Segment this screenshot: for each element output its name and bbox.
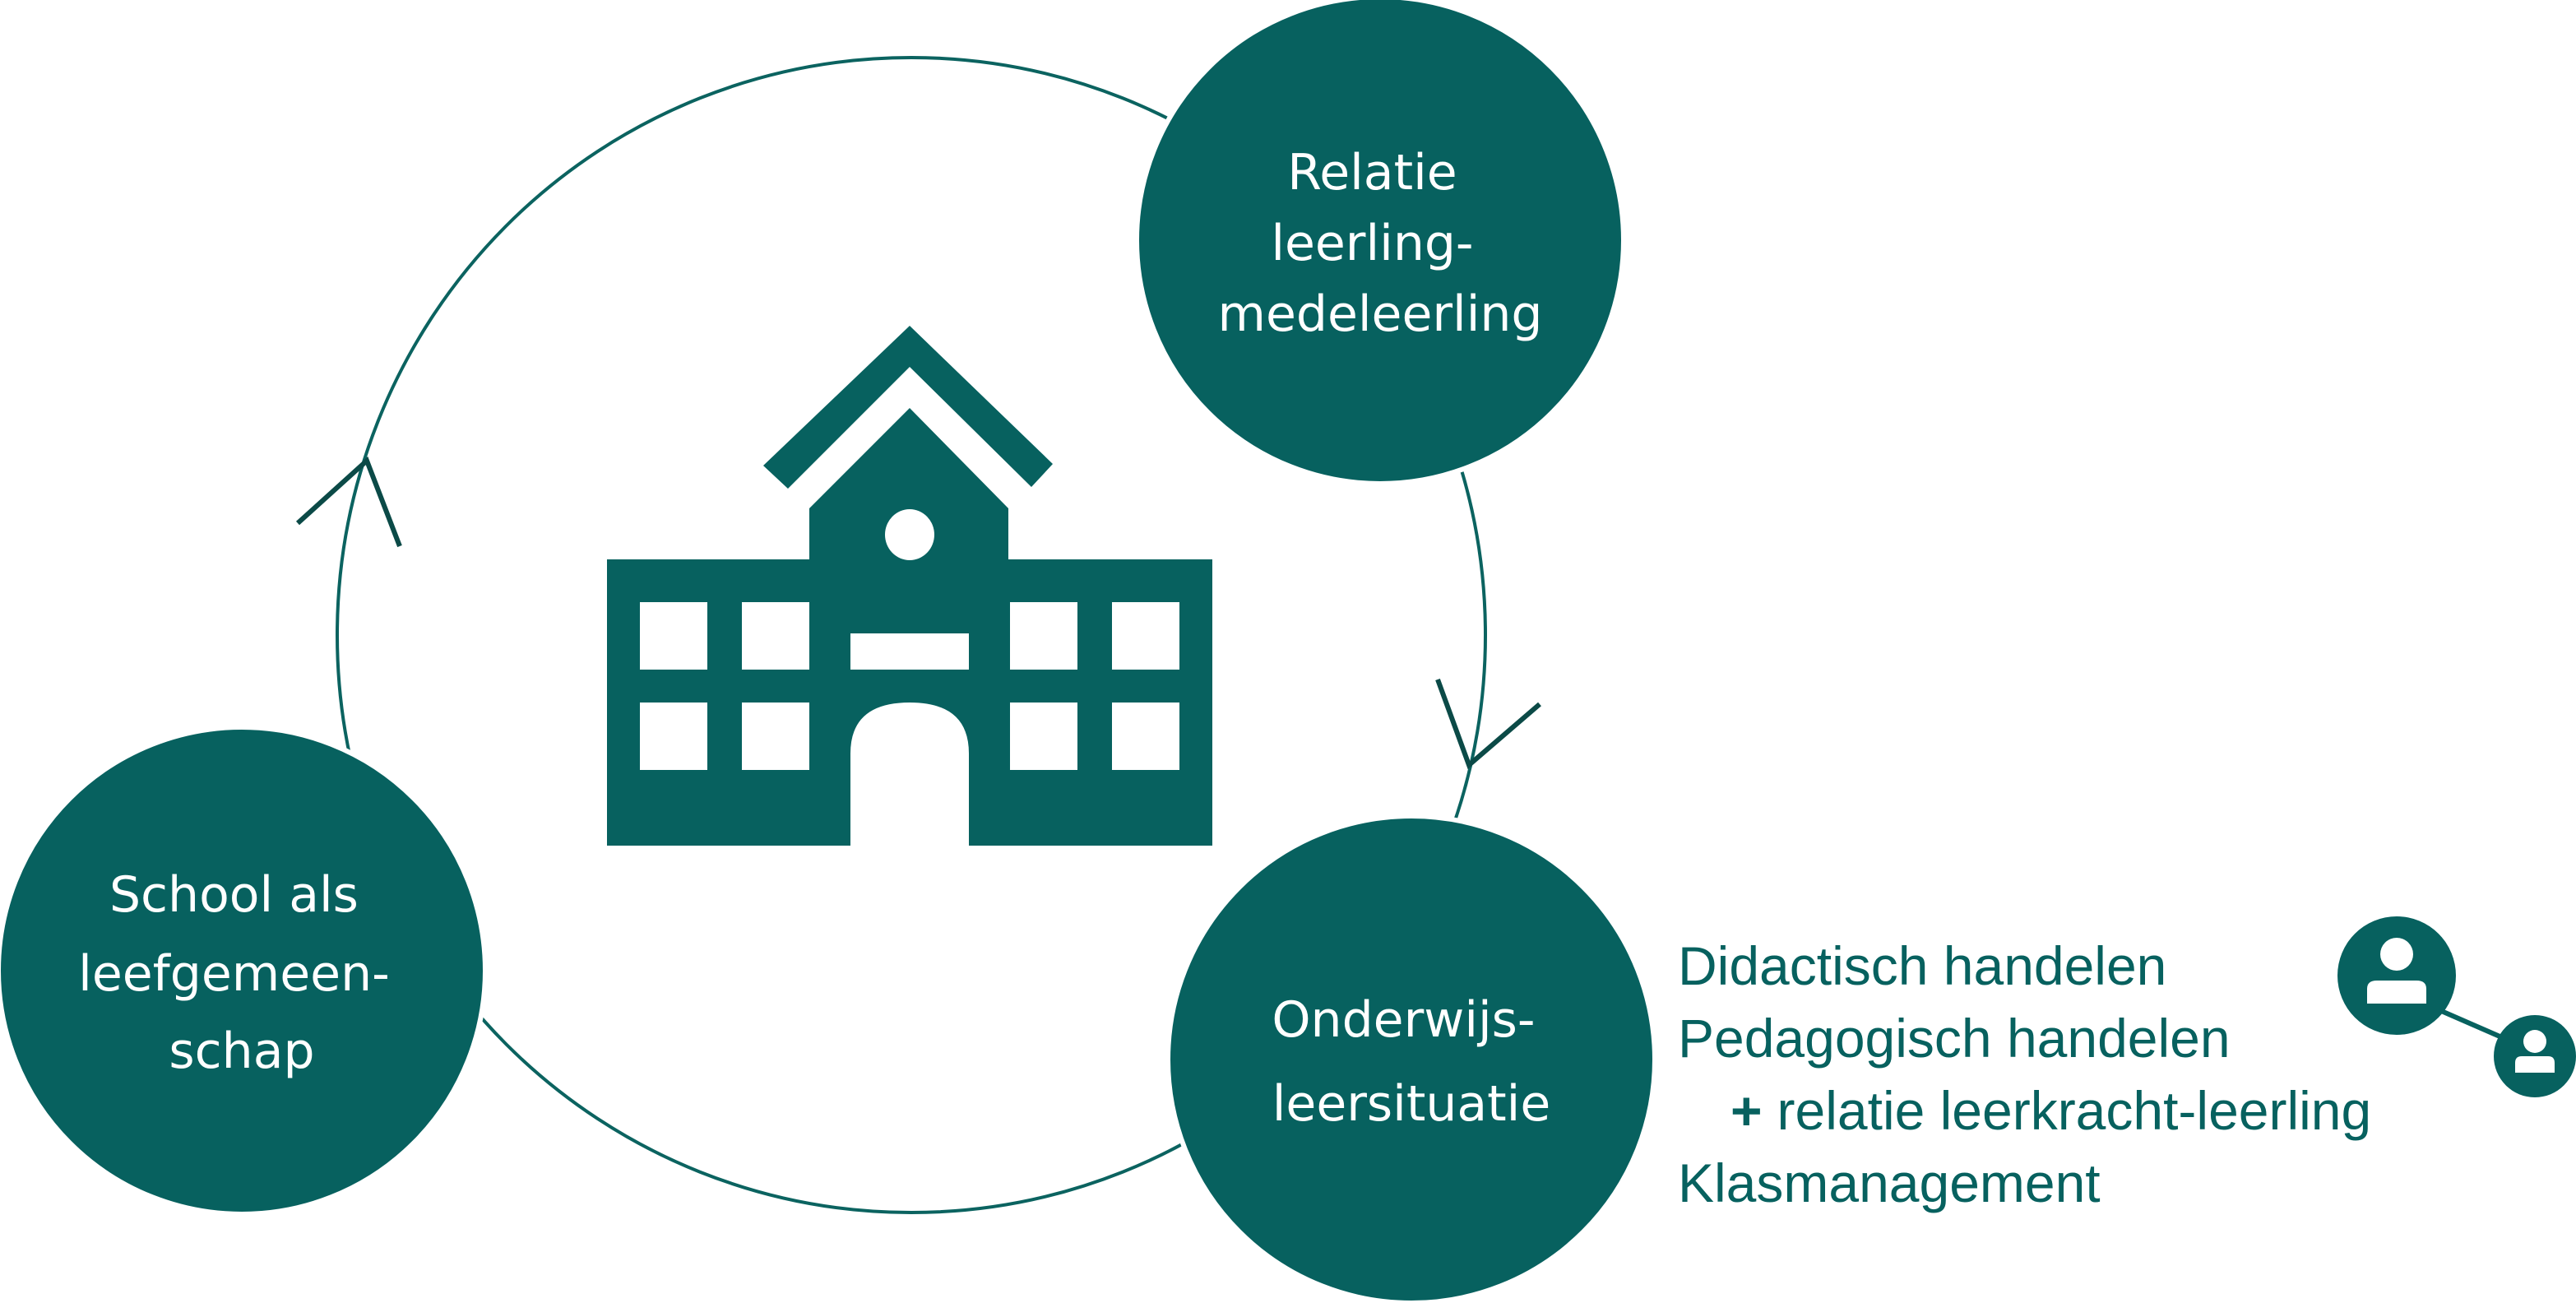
- list-item-relatie-leerkracht: +relatie leerkracht-leerling: [1678, 1074, 2371, 1147]
- didactic-list: Didactisch handelen Pedagogisch handelen…: [1678, 930, 2371, 1219]
- node-relatie-line-1: Relatie: [1287, 144, 1457, 202]
- node-relatie-line-2: leerling-: [1271, 215, 1473, 272]
- school-building-icon: [607, 326, 1212, 847]
- node-relatie: Relatie leerling- medeleerling: [1134, 0, 1626, 486]
- arrowhead-left-icon: [295, 456, 402, 548]
- node-onderwijs-line-2: leersituatie: [1272, 1075, 1551, 1133]
- node-onderwijs-line-1: Onderwijs-: [1272, 991, 1535, 1049]
- list-item-relatie-text: relatie leerkracht-leerling: [1777, 1080, 2372, 1141]
- node-school-line-3: schap: [169, 1022, 314, 1080]
- list-item-didactisch: Didactisch handelen: [1678, 935, 2167, 996]
- node-school: School als leefgemeen- schap: [0, 725, 488, 1217]
- plus-sign: +: [1730, 1080, 1763, 1141]
- teacher-student-icon: [2337, 916, 2576, 1097]
- node-relatie-line-3: medeleerling: [1218, 285, 1543, 343]
- list-item-klasmanagement: Klasmanagement: [1678, 1152, 2101, 1213]
- svg-text:Relatie leerling-: Relatie leerling- medeleerling: [1218, 144, 1543, 343]
- svg-text:Onderwijs- leersituatie: Onderwijs- leersituatie: [1272, 991, 1550, 1133]
- node-onderwijs: Onderwijs- leersituatie: [1165, 814, 1657, 1303]
- node-school-line-1: School als: [109, 866, 359, 924]
- list-item-pedagogisch: Pedagogisch handelen: [1678, 1008, 2231, 1069]
- svg-text:School als leefgemeen-: School als leefgemeen- schap: [78, 866, 405, 1080]
- arrowhead-right-icon: [1435, 678, 1541, 770]
- node-school-line-2: leefgemeen-: [78, 945, 390, 1003]
- cycle-ring: [336, 56, 1487, 1214]
